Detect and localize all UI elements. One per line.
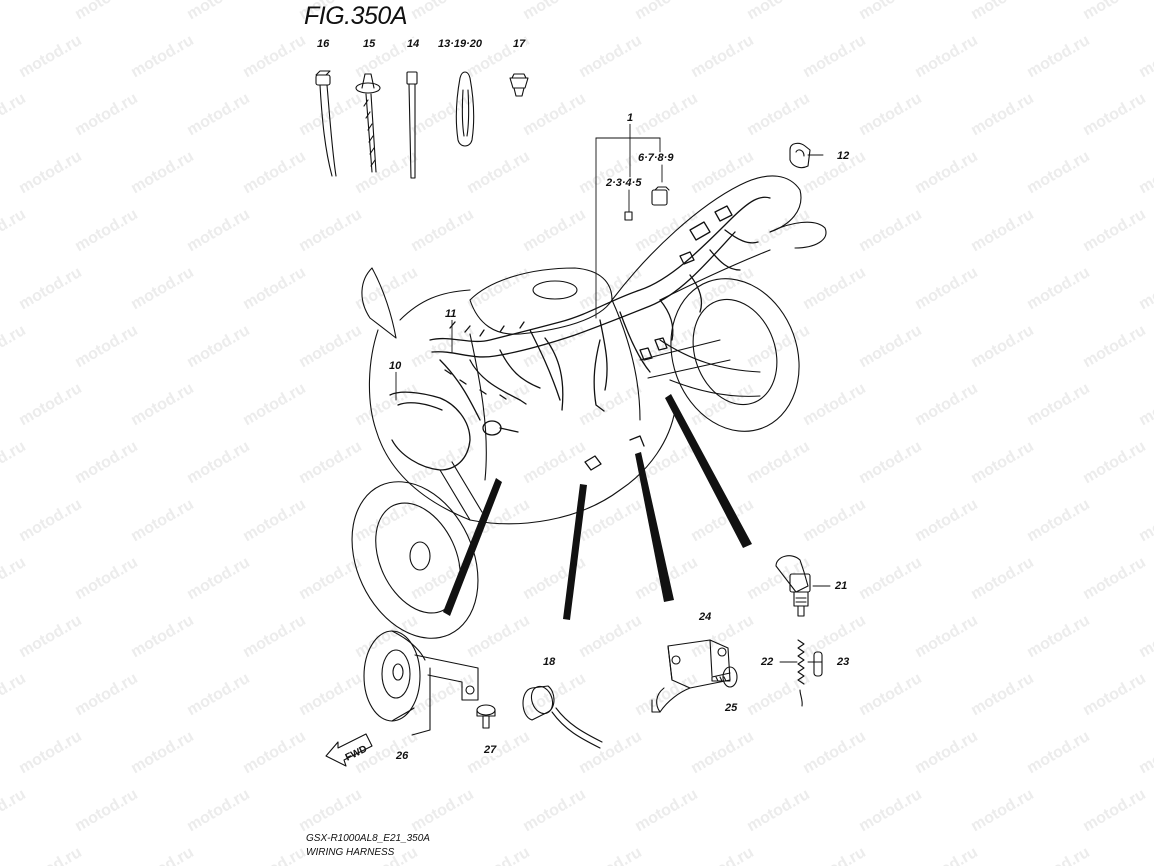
callout-17: 17 [512, 38, 527, 50]
callout-12: 12 [836, 150, 851, 162]
fuse-small [624, 211, 633, 221]
callout-22: 22 [760, 656, 775, 668]
callout-27: 27 [483, 744, 498, 756]
footer-section-name: WIRING HARNESS [306, 847, 395, 858]
spring-22 [797, 639, 805, 707]
callout-21: 21 [834, 580, 849, 592]
callout-24: 24 [698, 611, 713, 623]
leader-lines [395, 123, 831, 663]
motorcycle-outline [351, 175, 827, 639]
pin-23 [813, 651, 823, 677]
callout-25: 25 [724, 702, 739, 714]
pressure-switch-21 [775, 555, 811, 617]
footer-model-code: GSX-R1000AL8_E21_350A [306, 833, 430, 844]
callout-1: 1 [626, 112, 635, 124]
fwd-arrow-icon [325, 733, 373, 767]
clamp-13 [455, 71, 475, 147]
relay-6-9 [651, 186, 670, 206]
pointer-wedges [443, 394, 752, 620]
callout-13-19-20: 13·19·20 [437, 38, 484, 50]
callout-6-9: 6·7·8·9 [637, 152, 675, 164]
screw-25 [711, 666, 738, 688]
bolt-27 [476, 704, 496, 729]
switch-bracket-24 [651, 639, 731, 713]
cable-tie-16 [315, 70, 337, 177]
callout-15: 15 [362, 38, 377, 50]
callout-18: 18 [542, 656, 557, 668]
callout-23: 23 [836, 656, 851, 668]
cable-tie-14 [406, 71, 418, 179]
sensor-18 [522, 685, 603, 749]
clip-12 [789, 142, 811, 169]
callout-11: 11 [444, 308, 458, 320]
callout-14: 14 [406, 38, 421, 50]
callout-16: 16 [316, 38, 331, 50]
callout-2-5: 2·3·4·5 [605, 177, 643, 189]
clamp-15 [355, 73, 381, 173]
callout-26: 26 [395, 750, 410, 762]
figure-title: FIG.350A [304, 2, 408, 30]
main-wire-harness [389, 196, 771, 471]
horn-26 [363, 630, 479, 736]
grommet-17 [509, 73, 529, 97]
callout-10: 10 [388, 360, 403, 372]
